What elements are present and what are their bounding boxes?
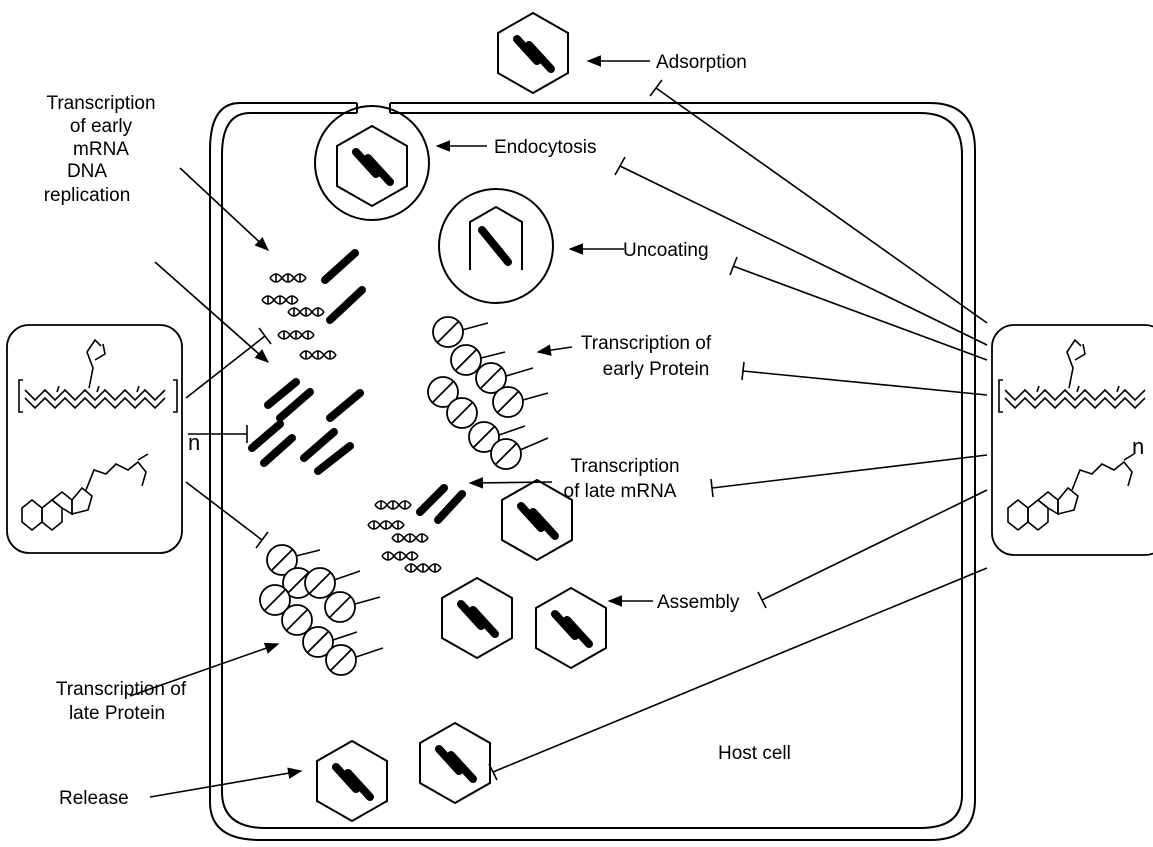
label-host-cell: Host cell	[718, 743, 791, 764]
label-transcription-late-mrna-1: Transcription	[570, 456, 679, 477]
left-polymer-box: n	[6, 324, 200, 554]
diagram-labels: Adsorption Endocytosis Uncoating Transcr…	[44, 52, 791, 809]
late-mrna-dna-cluster	[367, 484, 466, 573]
label-endocytosis: Endocytosis	[494, 137, 596, 158]
left-polymer-n: n	[188, 430, 200, 455]
endocytosis-vesicle	[314, 105, 430, 221]
label-transcription-late-mrna-2: of late mRNA	[564, 481, 677, 502]
label-transcription-early-protein-2: early Protein	[603, 359, 710, 380]
inhibition-lines	[185, 79, 988, 781]
label-transcription-early-mrna-2: of early	[70, 116, 133, 137]
label-transcription-early-mrna-3: mRNA	[73, 139, 129, 160]
early-protein-chain	[427, 316, 549, 470]
label-transcription-early-mrna-1: Transcription	[46, 93, 155, 114]
label-adsorption: Adsorption	[656, 52, 747, 73]
early-mrna-dna-cluster	[261, 249, 366, 360]
label-uncoating: Uncoating	[623, 240, 709, 261]
right-polymer-box: n	[991, 324, 1153, 556]
label-release: Release	[59, 788, 129, 809]
dna-replication-bars	[248, 378, 364, 475]
late-protein-chain	[259, 544, 384, 676]
label-dna-replication-2: replication	[44, 185, 131, 206]
label-dna-replication-1: DNA	[67, 161, 107, 182]
right-polymer-n: n	[1132, 434, 1144, 459]
stage-arrows	[129, 55, 653, 798]
label-transcription-late-protein-2: late Protein	[69, 703, 165, 724]
label-transcription-late-protein-1: Transcription of	[56, 679, 187, 700]
uncoating-vesicle	[438, 188, 554, 304]
label-assembly: Assembly	[657, 592, 740, 613]
virion-adsorption	[498, 13, 568, 93]
label-transcription-early-protein-1: Transcription of	[581, 333, 712, 354]
released-virions	[317, 723, 490, 821]
assembly-virions	[442, 480, 606, 668]
